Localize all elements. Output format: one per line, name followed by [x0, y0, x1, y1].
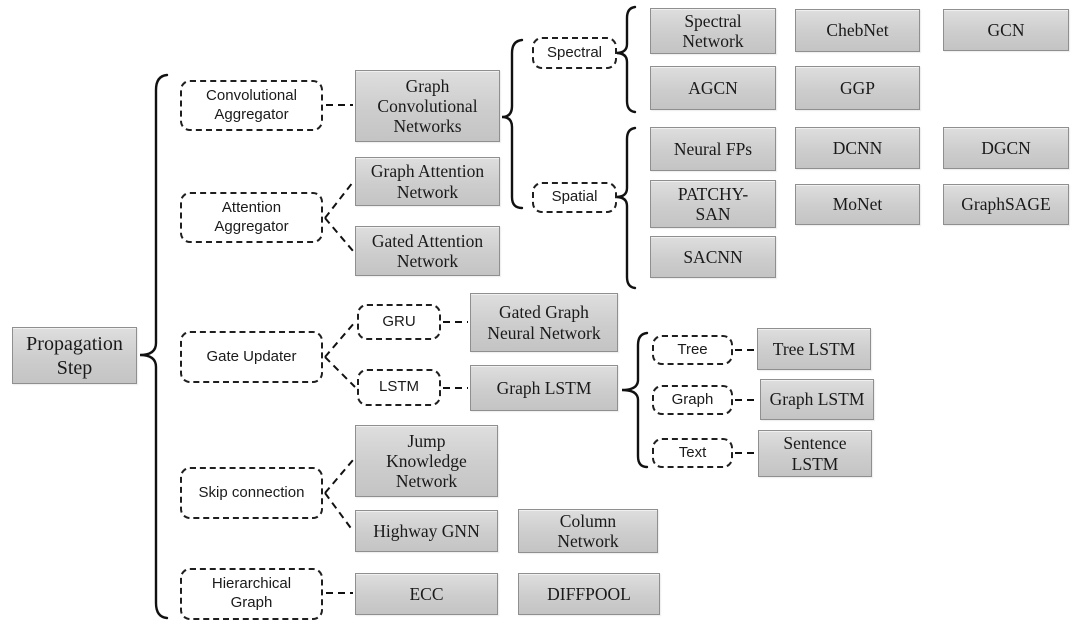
- node-patchy-san: PATCHY- SAN: [650, 180, 776, 228]
- node-monet: MoNet: [795, 184, 920, 225]
- brace-graph-lstm-children: [621, 331, 649, 469]
- node-graph-attention-network: Graph Attention Network: [355, 157, 500, 206]
- node-propagation-step: Propagation Step: [12, 327, 137, 384]
- connector-gate-gru: [324, 321, 356, 358]
- node-attention-aggregator: Attention Aggregator: [180, 192, 323, 243]
- node-hierarchical-graph: Hierarchical Graph: [180, 568, 323, 620]
- node-gated-graph-neural-network: Gated Graph Neural Network: [470, 293, 618, 352]
- node-graph-lstm: Graph LSTM: [470, 365, 618, 411]
- node-jump-knowledge-network: Jump Knowledge Network: [355, 425, 498, 497]
- brace-gcn-children: [501, 38, 524, 210]
- node-graph-convolutional-networks: Graph Convolutional Networks: [355, 70, 500, 142]
- node-spectral-network: Spectral Network: [650, 8, 776, 54]
- node-chebnet: ChebNet: [795, 9, 920, 52]
- node-sentence-lstm: Sentence LSTM: [758, 430, 872, 477]
- node-agcn: AGCN: [650, 66, 776, 110]
- node-gated-attention-network: Gated Attention Network: [355, 226, 500, 276]
- brace-root: [139, 73, 169, 620]
- node-spatial: Spatial: [532, 182, 617, 213]
- node-ecc: ECC: [355, 573, 498, 615]
- node-text: Text: [652, 438, 733, 468]
- node-gcn: GCN: [943, 9, 1069, 51]
- node-graph-lstm-variant: Graph LSTM: [760, 379, 874, 420]
- connector-gate-lstm: [324, 356, 356, 388]
- node-gate-updater: Gate Updater: [180, 331, 323, 383]
- node-neural-fps: Neural FPs: [650, 127, 776, 171]
- node-skip-connection: Skip connection: [180, 467, 323, 519]
- node-tree: Tree: [652, 335, 733, 365]
- node-graphsage: GraphSAGE: [943, 184, 1069, 225]
- connector-skip-highway: [324, 492, 354, 532]
- node-ggp: GGP: [795, 66, 920, 110]
- node-sacnn: SACNN: [650, 236, 776, 278]
- connector-attention-gaan: [324, 217, 354, 252]
- connector-skip-jkn: [324, 459, 354, 494]
- connector-attention-gat: [324, 181, 354, 219]
- node-highway-gnn: Highway GNN: [355, 510, 498, 552]
- node-convolutional-aggregator: Convolutional Aggregator: [180, 80, 323, 131]
- node-graph: Graph: [652, 385, 733, 415]
- brace-spectral-children: [615, 5, 637, 114]
- node-dcnn: DCNN: [795, 127, 920, 169]
- node-diffpool: DIFFPOOL: [518, 573, 660, 615]
- node-lstm: LSTM: [357, 369, 441, 406]
- node-tree-lstm: Tree LSTM: [757, 328, 871, 370]
- node-dgcn: DGCN: [943, 127, 1069, 169]
- node-column-network: Column Network: [518, 509, 658, 553]
- node-gru: GRU: [357, 304, 441, 340]
- node-spectral: Spectral: [532, 37, 617, 69]
- brace-spatial-children: [615, 126, 637, 290]
